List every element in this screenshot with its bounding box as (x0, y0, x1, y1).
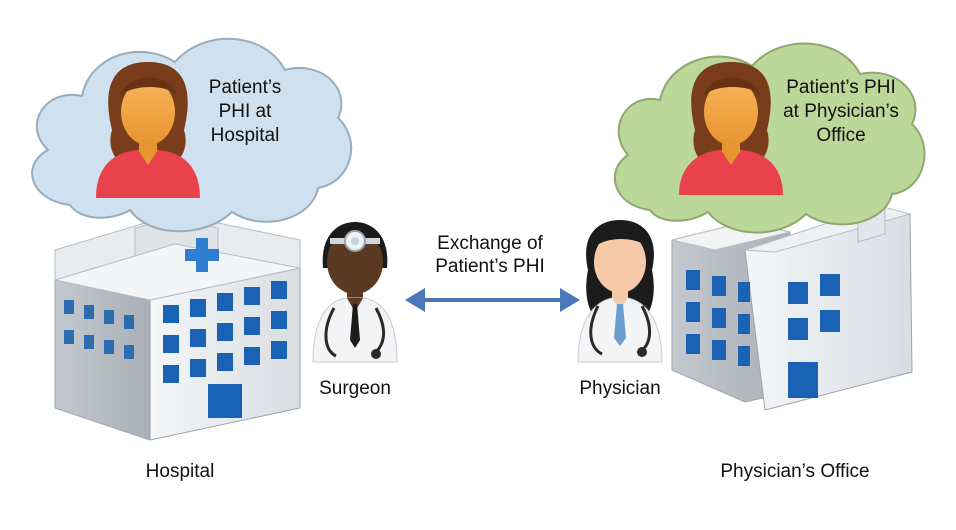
exchange-arrow-icon (405, 288, 580, 312)
surgeon-avatar (312, 222, 398, 363)
surgeon-label: Surgeon (319, 378, 391, 399)
exchange-line1: Exchange of (437, 233, 543, 254)
exchange-label: Exchange of Patient’s PHI (415, 232, 565, 278)
hospital-label: Hospital (145, 461, 215, 482)
office-cloud-line2: at Physician’s (783, 100, 899, 122)
patient-avatar-office (679, 62, 783, 195)
physician-label: Physician (579, 378, 661, 399)
office-cloud-text: Patient’s PHI at Physician’s Office (766, 76, 916, 147)
hospital-cloud-text: Patient’s PHI at Hospital (190, 76, 300, 147)
hospital-cloud-line1: Patient’s (208, 77, 282, 98)
office-cloud-line3: Office (816, 124, 866, 146)
exchange-line2: Patient’s PHI (435, 256, 545, 278)
hospital-building-icon (54, 213, 301, 441)
office-label: Physician’s Office (720, 461, 870, 482)
physician-avatar (577, 220, 663, 363)
patient-avatar-hospital (96, 62, 200, 198)
hospital-cloud-line3: Hospital (210, 124, 280, 146)
office-cloud-line1: Patient’s PHI (786, 77, 896, 98)
medical-cross-icon (185, 238, 219, 272)
office-building-icon (671, 203, 913, 411)
hospital-cloud-line2: PHI at (218, 100, 272, 122)
